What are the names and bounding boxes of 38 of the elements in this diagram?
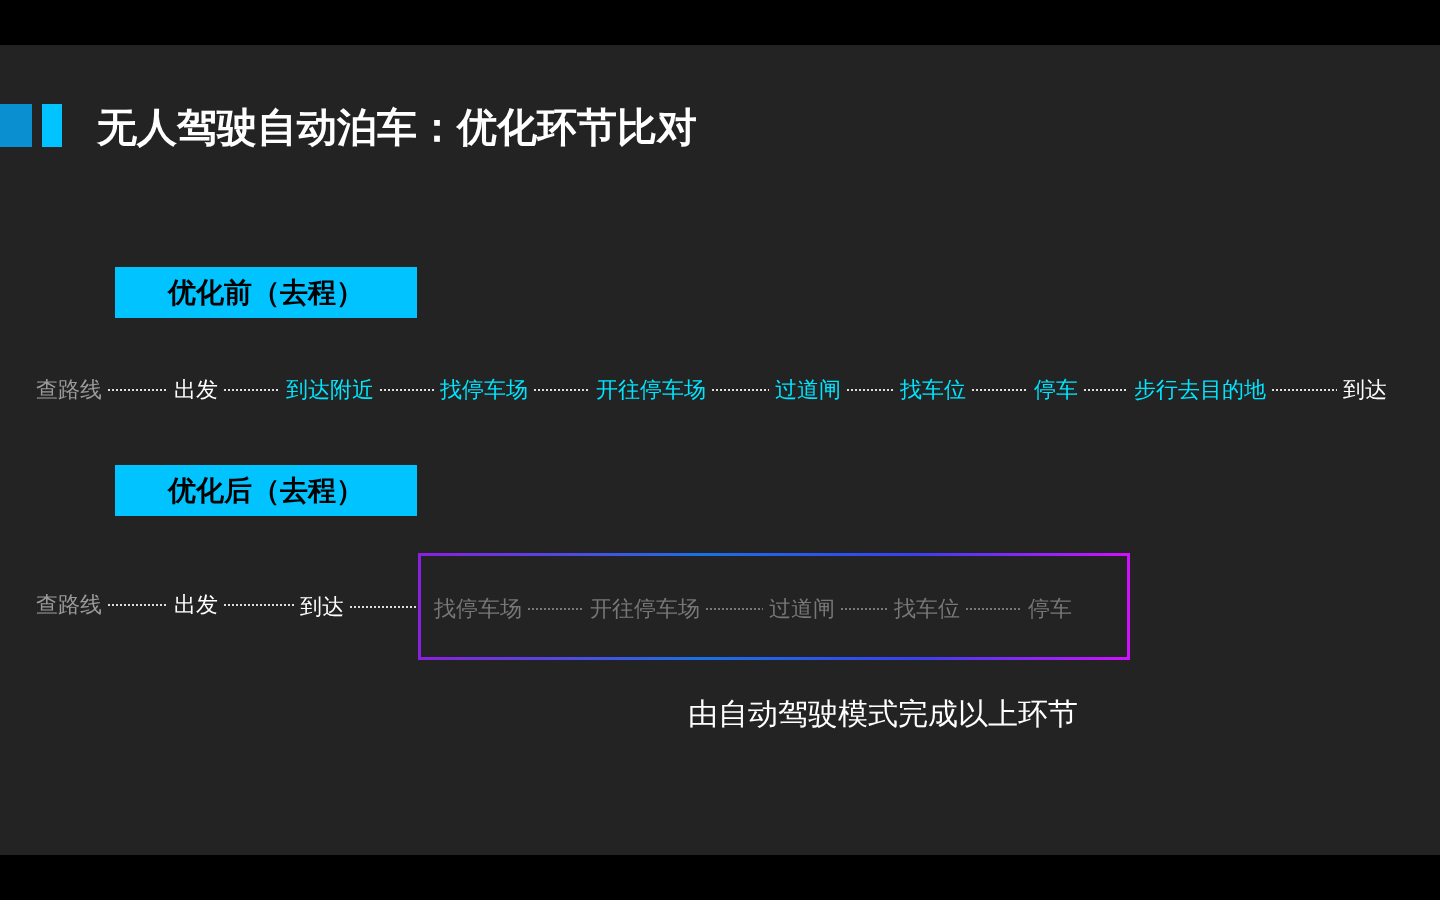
step-label: 停车: [1034, 375, 1078, 405]
step-label: 步行去目的地: [1134, 375, 1266, 405]
step-label: 找车位: [900, 375, 966, 405]
dotted-connector: [840, 608, 889, 610]
step-label: 到达: [300, 592, 344, 622]
dotted-connector: [107, 389, 169, 391]
step-label: 过道闸: [769, 594, 835, 624]
dotted-connector: [846, 389, 895, 391]
step-label: 开往停车场: [596, 375, 706, 405]
slide-title: 无人驾驶自动泊车：优化环节比对: [97, 103, 697, 152]
step-label: 过道闸: [775, 375, 841, 405]
step-label: 出发: [174, 375, 218, 405]
dotted-connector: [107, 604, 169, 606]
step-label: 查路线: [36, 375, 102, 405]
dotted-connector: [711, 389, 770, 391]
step-label: 找停车场: [440, 375, 528, 405]
dotted-connector: [527, 608, 585, 610]
frame-caption: 由自动驾驶模式完成以上环节: [688, 695, 1078, 733]
step-label: 查路线: [36, 590, 102, 620]
step-label: 停车: [1028, 594, 1072, 624]
dotted-connector: [705, 608, 764, 610]
section-banner: 优化后（去程）: [115, 465, 417, 516]
dotted-connector: [971, 389, 1029, 391]
step-label: 出发: [174, 590, 218, 620]
dotted-connector: [223, 604, 295, 606]
step-label: 找车位: [894, 594, 960, 624]
dotted-connector: [1083, 389, 1129, 391]
step-label: 到达附近: [286, 375, 374, 405]
dotted-connector: [223, 389, 281, 391]
section-banner: 优化前（去程）: [115, 267, 417, 318]
dotted-connector: [1271, 389, 1338, 391]
dotted-connector: [379, 389, 435, 391]
step-label: 开往停车场: [590, 594, 700, 624]
dotted-connector: [965, 608, 1023, 610]
dotted-connector: [349, 606, 419, 608]
dotted-connector: [533, 389, 591, 391]
step-label: 到达: [1343, 375, 1387, 405]
step-label: 找停车场: [434, 594, 522, 624]
